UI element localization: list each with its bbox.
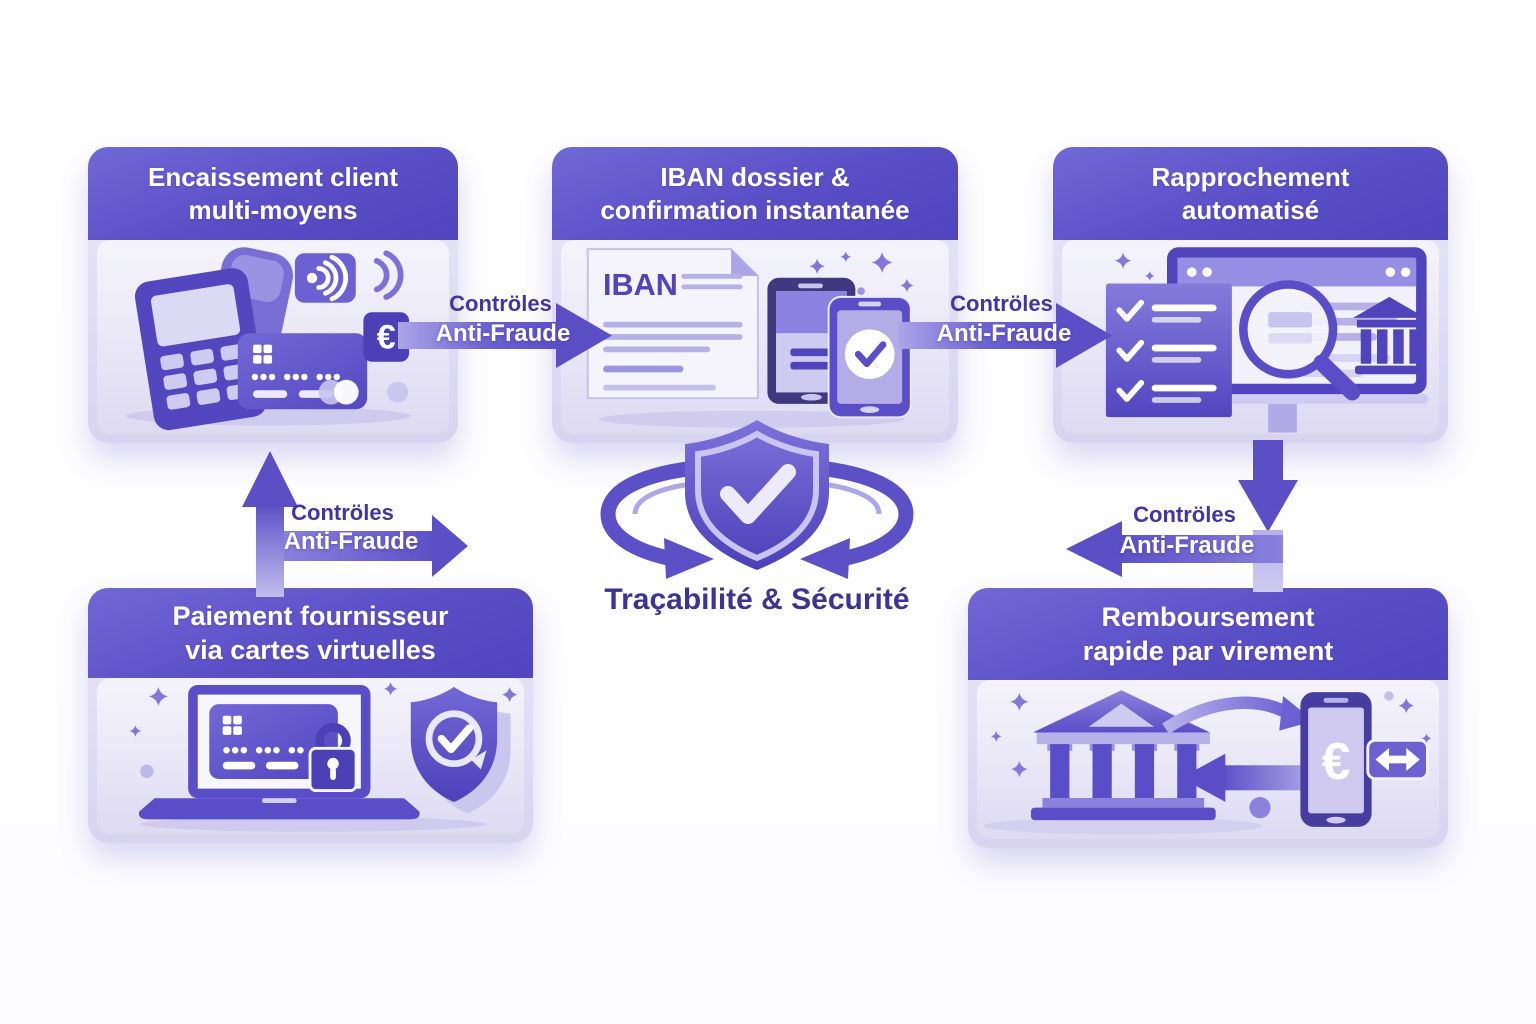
virtual-card-icon: [209, 704, 338, 780]
bank-building-icon: [1030, 690, 1216, 821]
arrow-a-label-controls: Contröles: [449, 291, 552, 316]
card-rapprochement-title-line2: automatisé: [1181, 194, 1320, 225]
card-iban-title-line2: confirmation instantanée: [600, 194, 910, 225]
card-encaissement: Encaissement client multi-moyens: [88, 147, 458, 443]
phone-check-icon: [827, 295, 912, 419]
sparkle-icon: [809, 251, 914, 295]
arrow-b-label-antifraude: Anti-Fraude: [936, 320, 1072, 347]
nfc-waves-icon: [373, 250, 404, 300]
card-encaissement-illustration: €: [97, 240, 449, 434]
card-paiement-header: Paiement fournisseur via cartes virtuell…: [88, 588, 533, 678]
arrow-encaissement-to-iban: [398, 303, 612, 368]
card-rapprochement-title-line1: Rapprochement: [1151, 161, 1350, 192]
sparkle-icon: [990, 691, 1432, 778]
phone-euro-icon: €: [1300, 692, 1372, 827]
card-remboursement-header: Remboursement rapide par virement: [968, 588, 1448, 680]
padlock-icon: [308, 722, 358, 792]
euro-symbol: €: [1322, 733, 1351, 791]
credit-card-icon: [237, 333, 368, 410]
ground-shadow: [140, 816, 486, 832]
card-encaissement-title-line2: multi-moyens: [188, 194, 358, 225]
iban-doc-label: IBAN: [603, 268, 678, 302]
card-iban-header: IBAN dossier & confirmation instantanée: [552, 147, 958, 240]
card-remboursement: Remboursement rapide par virement: [968, 588, 1448, 848]
euro-badge-icon: €: [363, 312, 410, 362]
euro-symbol: €: [377, 318, 396, 356]
card-remboursement-title-line2: rapide par virement: [1082, 636, 1334, 666]
magnifier-icon: [1239, 280, 1361, 401]
transfer-arrows-icon: [1375, 747, 1420, 772]
sparkle-icon: [1114, 252, 1155, 281]
decor-dot: [387, 381, 409, 403]
card-encaissement-title-line1: Encaissement client: [148, 161, 398, 192]
arrow-a-label-antifraude: Anti-Fraude: [435, 320, 571, 347]
checklist-icon: [1105, 283, 1232, 418]
card-rapprochement-header: Rapprochement automatisé: [1053, 147, 1448, 240]
laptop-icon: [138, 684, 420, 820]
monitor-stand: [1268, 403, 1297, 433]
card-paiement-illustration: [97, 678, 524, 834]
card-iban-illustration: IBAN: [561, 240, 949, 434]
arrow-b-label-controls: Contröles: [950, 291, 1053, 316]
sparkle-icon: [129, 682, 518, 779]
arrow-left-label-controls: Contröles: [291, 500, 394, 525]
card-iban: IBAN dossier & confirmation instantanée …: [552, 147, 958, 443]
transfer-tag-icon: [1366, 738, 1429, 781]
card-rapprochement-illustration: [1062, 240, 1439, 434]
contactless-icon: [294, 253, 356, 303]
arrow-rapprochement-to-remboursement: [1066, 440, 1298, 592]
arrow-paiement-to-encaissement: [242, 451, 468, 597]
card-remboursement-illustration: €: [977, 680, 1439, 839]
decor-dot: [1249, 797, 1271, 819]
arrow-right-label-antifraude: Anti-Fraude: [1119, 532, 1255, 559]
shield-check-icon: [685, 420, 829, 570]
card-iban-title-line1: IBAN dossier &: [660, 161, 850, 192]
card-encaissement-header: Encaissement client multi-moyens: [88, 147, 458, 240]
card-paiement-title-line1: Paiement fournisseur: [172, 600, 449, 631]
iban-document-icon: IBAN: [586, 248, 759, 400]
center-caption: Traçabilité & Sécurité: [604, 583, 910, 616]
card-rapprochement: Rapprochement automatisé: [1053, 147, 1448, 443]
center-security-emblem: [600, 420, 914, 579]
arrow-right-label-controls: Contröles: [1133, 502, 1236, 527]
card-paiement-title-line2: via cartes virtuelles: [185, 635, 436, 665]
card-paiement: Paiement fournisseur via cartes virtuell…: [88, 588, 533, 843]
browser-window-icon: [1166, 247, 1427, 395]
bank-icon: [1353, 296, 1426, 375]
secure-shield-icon: [410, 686, 511, 814]
arrow-left-label-antifraude: Anti-Fraude: [283, 528, 419, 555]
arrow-iban-to-rapprochement: [898, 303, 1112, 368]
ground-shadow: [599, 410, 906, 428]
card-remboursement-title-line1: Remboursement: [1101, 601, 1315, 632]
ground-shadow: [983, 817, 1263, 835]
